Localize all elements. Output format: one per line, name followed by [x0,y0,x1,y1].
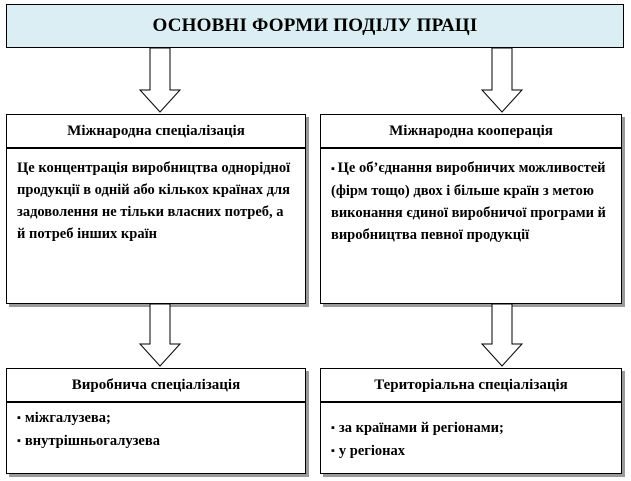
arrow-left-to-bottom [138,304,182,367]
list-item: у регіонах [331,440,611,463]
bottom-left-head-box: Виробнича спеціалізація [6,368,306,402]
list-item: міжгалузева; [17,407,295,430]
right-body: Це об’єднання виробничих можливостей (фі… [331,160,606,243]
bottom-left-list: міжгалузева; внутрішньогалузева [7,403,305,453]
bottom-right-list: за країнами й регіонами; у регіонах [321,403,621,463]
bottom-left-body-box: міжгалузева; внутрішньогалузева [6,402,306,474]
right-body-box: Це об’єднання виробничих можливостей (фі… [320,148,622,304]
list-item: внутрішньогалузева [17,430,295,453]
list-item: за країнами й регіонами; [331,417,611,440]
right-body-wrap: Це об’єднання виробничих можливостей (фі… [321,149,621,246]
arrow-title-to-left [138,48,182,113]
bottom-right-body-box: за країнами й регіонами; у регіонах [320,402,622,474]
bottom-right-head: Територіальна спеціалізація [374,376,568,393]
left-body-box: Це концентрація виробництва однорідної п… [6,148,306,304]
right-head: Міжнародна кооперація [389,122,553,139]
arrow-right-to-bottom [480,304,524,367]
left-head-box: Міжнародна спеціалізація [6,114,306,148]
bottom-left-head: Виробнича спеціалізація [71,376,241,393]
bottom-right-head-box: Територіальна спеціалізація [320,368,622,402]
left-head: Міжнародна спеціалізація [67,122,245,139]
arrow-title-to-right [480,48,524,113]
diagram-title: ОСНОВНІ ФОРМИ ПОДІЛУ ПРАЦІ [152,15,478,36]
diagram-title-box: ОСНОВНІ ФОРМИ ПОДІЛУ ПРАЦІ [6,4,624,48]
right-head-box: Міжнародна кооперація [320,114,622,148]
left-body: Це концентрація виробництва однорідної п… [17,160,291,242]
